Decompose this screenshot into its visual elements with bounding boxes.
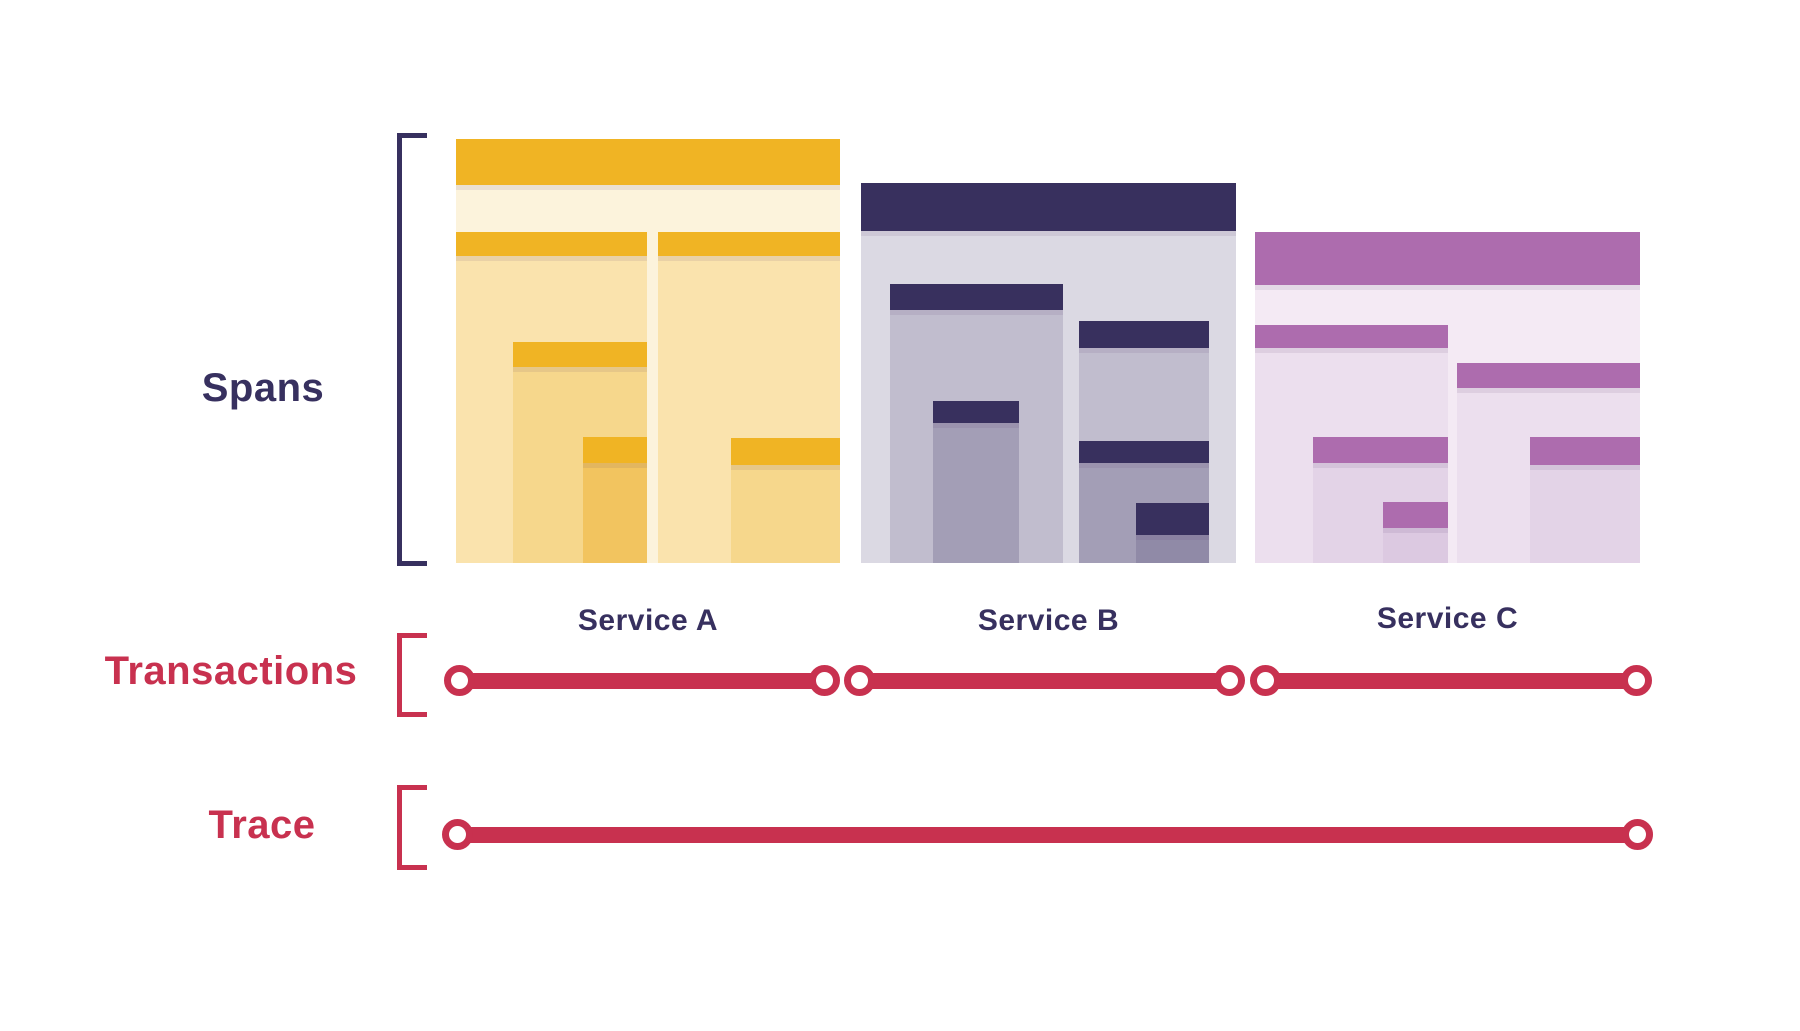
transaction-b-end-dot <box>1214 665 1245 696</box>
transactions-row-label: Transactions <box>104 649 358 693</box>
span-bar <box>456 232 647 256</box>
transaction-b-start-dot <box>844 665 875 696</box>
span-bar <box>731 438 840 465</box>
span-bar <box>1079 441 1209 463</box>
span-bar <box>583 437 647 463</box>
trace-end-dot <box>1622 819 1653 850</box>
transaction-a-end-dot <box>809 665 840 696</box>
span-bar <box>1136 503 1209 535</box>
span-a-grandchild-2 <box>731 438 840 563</box>
spans-bracket <box>397 133 427 566</box>
span-c-grandchild-2 <box>1530 437 1640 563</box>
span-b-great-grandchild-2 <box>1136 503 1209 563</box>
trace-start-dot <box>442 819 473 850</box>
span-b-root-bar <box>861 183 1236 231</box>
transactions-bracket <box>397 633 427 717</box>
span-bar <box>513 342 647 367</box>
trace-row-label: Trace <box>208 803 316 847</box>
span-b-grandchild-1 <box>933 401 1019 563</box>
span-bar <box>890 284 1063 310</box>
transaction-line-service-b <box>860 673 1230 689</box>
span-a-root-bar <box>456 139 840 185</box>
service-a-spans-block <box>456 139 840 563</box>
transaction-c-start-dot <box>1250 665 1281 696</box>
spans-row-label: Spans <box>201 366 325 410</box>
service-c-label: Service C <box>1376 602 1519 635</box>
span-c-great-grandchild-1 <box>1383 502 1448 563</box>
service-a-label: Service A <box>577 604 719 637</box>
transaction-c-end-dot <box>1621 665 1652 696</box>
service-c-spans-block <box>1255 232 1640 563</box>
service-b-label: Service B <box>977 604 1120 637</box>
trace-bracket <box>397 785 427 870</box>
span-bar <box>1457 363 1640 388</box>
transaction-line-service-a <box>460 673 825 689</box>
transaction-a-start-dot <box>444 665 475 696</box>
service-b-spans-block <box>861 183 1236 563</box>
span-bar <box>658 232 840 256</box>
span-c-root-bar <box>1255 232 1640 285</box>
span-bar <box>1383 502 1448 528</box>
trace-line <box>458 827 1638 843</box>
span-bar <box>1530 437 1640 465</box>
span-bar <box>1079 321 1209 348</box>
span-a-great-grandchild-1 <box>583 437 647 563</box>
span-bar <box>933 401 1019 423</box>
span-bar <box>1313 437 1448 463</box>
transaction-line-service-c <box>1266 673 1637 689</box>
span-bar <box>1255 325 1448 348</box>
